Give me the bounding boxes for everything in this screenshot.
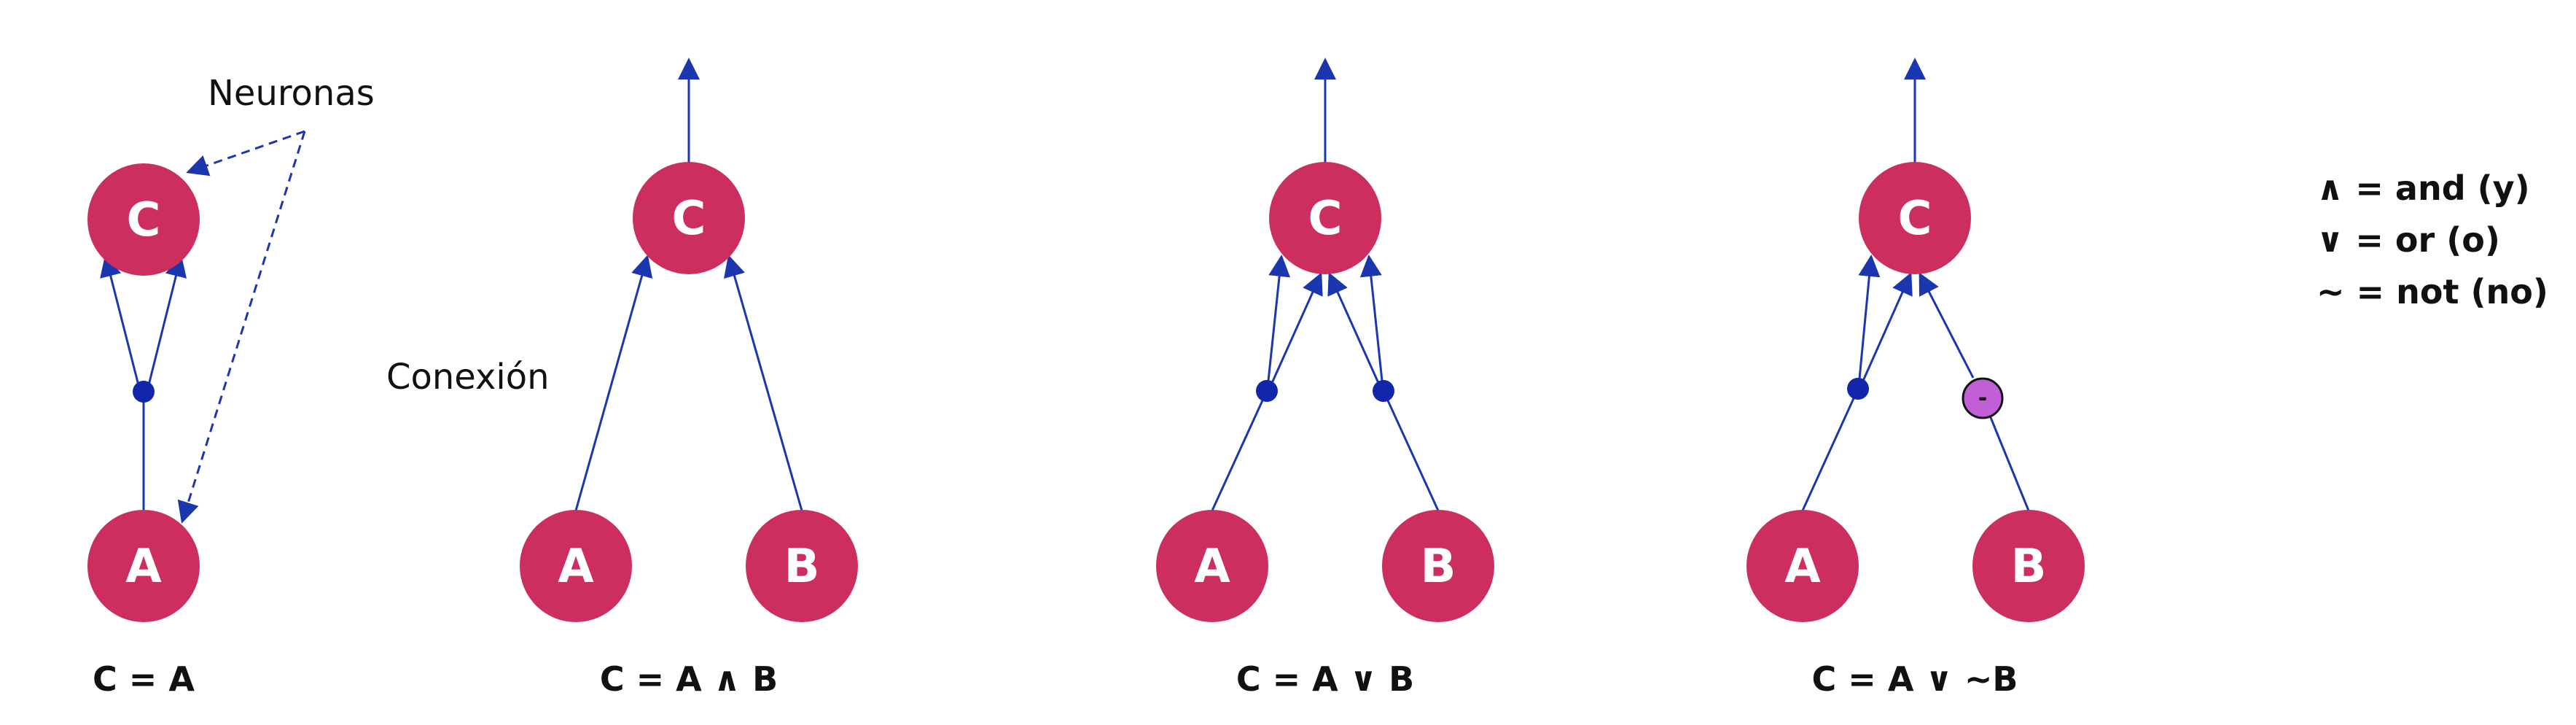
neuron-a-label: A bbox=[1784, 540, 1821, 594]
edge-junction-b-to-c-right bbox=[1359, 255, 1383, 381]
annotation-neuronas: Neuronas bbox=[177, 73, 375, 524]
edge-junction-to-c-center bbox=[1862, 272, 1913, 381]
diagram-and: C A B C = A ∧ B bbox=[520, 58, 858, 699]
junction-dot-b bbox=[1373, 380, 1394, 402]
neuron-b bbox=[1382, 510, 1494, 622]
neuron-c-label: C bbox=[127, 193, 161, 247]
diagram-identity: C A C = A bbox=[87, 163, 200, 699]
edge-a-to-c bbox=[574, 255, 653, 511]
edge-b-to-c bbox=[724, 255, 803, 511]
dashed-pointer-to-c bbox=[186, 130, 305, 177]
edge-inhibitor-to-c bbox=[1919, 272, 1975, 379]
diagram-or-not: - C A B C = A ∨ ~B bbox=[1746, 58, 2085, 699]
edge-a-to-junction bbox=[1801, 388, 1859, 511]
neuron-a bbox=[87, 510, 200, 622]
label-conexion: Conexión bbox=[386, 357, 550, 398]
edge-b-to-junction-b bbox=[1382, 390, 1440, 511]
caption-or: C = A ∨ B bbox=[1236, 659, 1414, 699]
neuron-c bbox=[87, 163, 200, 276]
caption-and: C = A ∧ B bbox=[600, 659, 778, 699]
edge-a-to-junction-a bbox=[1211, 390, 1268, 511]
caption-or-not: C = A ∨ ~B bbox=[1812, 659, 2018, 699]
edge-junction-to-c-left bbox=[100, 255, 140, 386]
inhibitor-minus-label: - bbox=[1978, 386, 1987, 411]
neuron-c-label: C bbox=[672, 192, 706, 246]
neuron-a-label: A bbox=[1194, 540, 1230, 594]
neuron-c-label: C bbox=[1898, 192, 1932, 246]
label-neuronas: Neuronas bbox=[208, 73, 375, 114]
inhibitor-node bbox=[1962, 377, 2004, 419]
edge-junction-b-to-c-center bbox=[1327, 272, 1380, 384]
legend-not: ~ = not (no) bbox=[2317, 272, 2548, 311]
neuron-a-label: A bbox=[125, 540, 162, 594]
dashed-pointer-to-a bbox=[177, 131, 306, 524]
neuron-b-label: B bbox=[2011, 540, 2047, 594]
junction-dot bbox=[1847, 378, 1869, 400]
neuron-b-label: B bbox=[1421, 540, 1456, 594]
neuron-c-label: C bbox=[1308, 192, 1343, 246]
edge-junction-to-c-right bbox=[147, 255, 187, 386]
neuron-c bbox=[633, 162, 745, 274]
neuron-a bbox=[1156, 510, 1268, 622]
neuron-b bbox=[1972, 510, 2085, 622]
caption-identity: C = A bbox=[93, 659, 195, 699]
edge-junction-a-to-c-left bbox=[1267, 255, 1291, 381]
diagram-or: C A B C = A ∨ B bbox=[1156, 58, 1494, 699]
edge-junction-to-c-left bbox=[1858, 255, 1881, 379]
legend-or: ∨ = or (o) bbox=[2317, 220, 2500, 260]
legend: ∧ = and (y) ∨ = or (o) ~ = not (no) bbox=[2317, 168, 2548, 311]
neuron-c bbox=[1859, 162, 1971, 274]
junction-dot bbox=[133, 381, 155, 403]
neuron-a bbox=[1746, 510, 1859, 622]
junction-dot-a bbox=[1256, 380, 1278, 402]
edge-b-to-inhibitor bbox=[1988, 415, 2030, 511]
neuron-a bbox=[520, 510, 632, 622]
legend-and: ∧ = and (y) bbox=[2317, 168, 2530, 208]
edge-junction-a-to-c-center bbox=[1271, 272, 1323, 384]
neuron-b bbox=[746, 510, 858, 622]
neuron-b-label: B bbox=[784, 540, 820, 594]
neuron-c bbox=[1269, 162, 1381, 274]
neuron-a-label: A bbox=[558, 540, 594, 594]
